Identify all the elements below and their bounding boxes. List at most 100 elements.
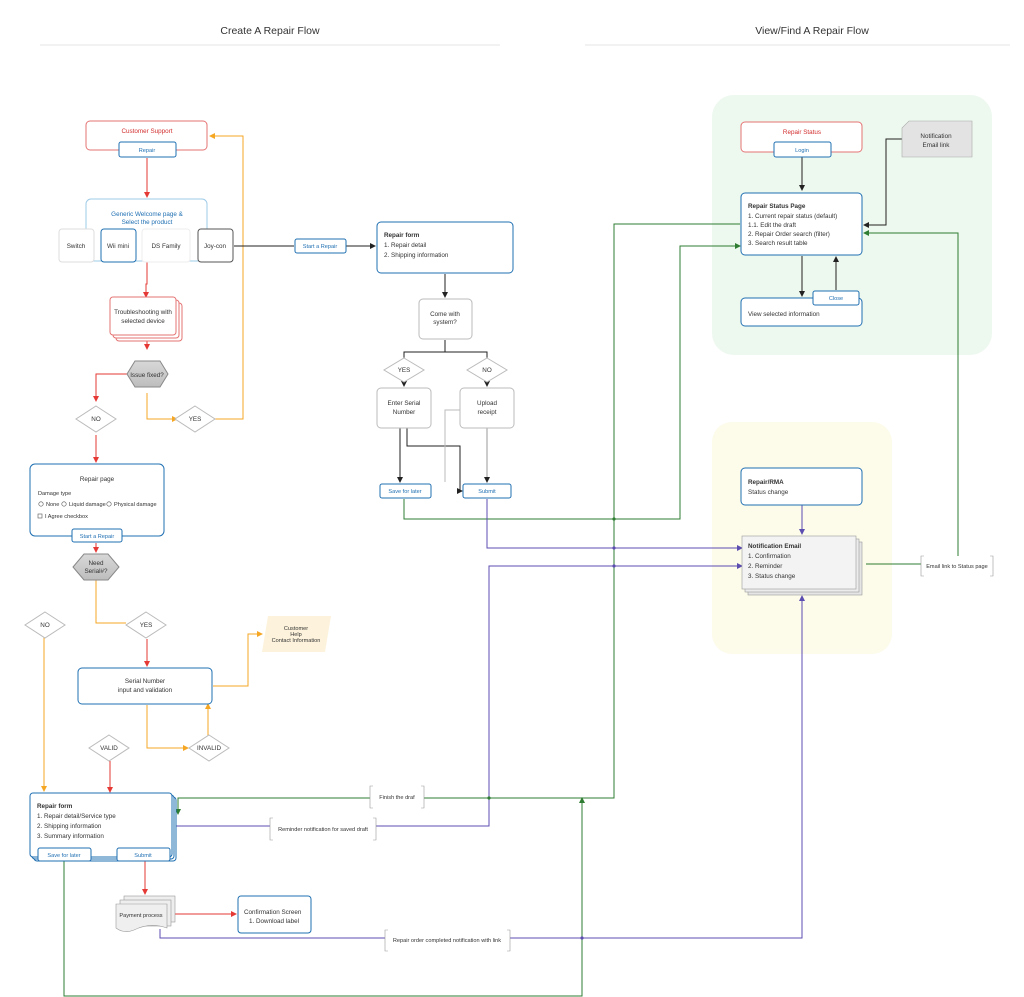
product-switch[interactable]: Switch xyxy=(58,228,95,263)
repair-form-mid-node: Repair form 1. Repair detail 2. Shipping… xyxy=(376,221,514,274)
enter-serial-line-2: Number xyxy=(393,409,415,416)
come-with-line-2: system? xyxy=(433,319,457,326)
invalid-diamond: INVALID xyxy=(188,734,230,762)
submit-button-main[interactable]: Submit xyxy=(116,847,171,862)
no-diamond-1: NO xyxy=(75,405,117,433)
annotation-finish-draft: Finish the draf xyxy=(369,785,425,809)
welcome-line-2: Select the product xyxy=(122,219,173,226)
no-diamond-3: NO xyxy=(466,357,508,383)
product-joycon-label: Joy-con xyxy=(204,243,227,250)
connector-wii-to-troubleshoot xyxy=(143,262,149,298)
create-flow-title: Create A Repair Flow xyxy=(220,25,320,37)
status-page-item-3: 2. Repair Order search (filter) xyxy=(748,231,830,238)
customer-help-line-2: Help xyxy=(290,632,302,638)
agree-checkbox[interactable] xyxy=(37,513,43,519)
login-button[interactable]: Login xyxy=(773,141,832,158)
notification-email-item-3: 3. Status change xyxy=(748,573,796,580)
connector-form-to-email xyxy=(176,563,743,827)
connector-submit-to-email xyxy=(486,499,743,551)
troubleshooting-line-1: Troubleshooting with xyxy=(114,309,172,316)
repair-page-node: Repair page Damage type None Liquid dama… xyxy=(29,463,165,537)
start-repair-top-button[interactable]: Start a Repair xyxy=(294,238,347,254)
section-titles: Create A Repair Flow View/Find A Repair … xyxy=(40,25,1010,46)
notification-email-link-node: Notification Email link xyxy=(901,120,973,158)
repair-button[interactable]: Repair xyxy=(118,141,177,158)
radio-physical[interactable] xyxy=(106,501,112,507)
troubleshooting-line-2: selected device xyxy=(121,318,165,325)
close-button[interactable]: Close xyxy=(812,290,860,306)
confirmation-title: Confirmation Screen xyxy=(244,909,302,916)
damage-type-label: Damage type xyxy=(38,491,71,497)
enter-serial-line-1: Enter Serial xyxy=(388,400,421,407)
connector-email-to-status xyxy=(863,230,959,565)
view-selected-label: View selected information xyxy=(748,311,820,318)
view-flow-title: View/Find A Repair Flow xyxy=(755,25,869,37)
close-label: Close xyxy=(829,296,843,302)
repair-button-label: Repair xyxy=(139,148,156,154)
valid-diamond: VALID xyxy=(88,734,130,762)
radio-liquid[interactable] xyxy=(61,501,67,507)
status-page-item-2: 1.1. Edit the draft xyxy=(748,222,796,229)
upload-line-1: Upload xyxy=(477,400,497,407)
come-with-system-node: Come with system? xyxy=(418,298,473,340)
confirmation-item: 1. Download label xyxy=(249,918,299,925)
start-repair-button[interactable]: Start a Repair xyxy=(71,528,123,543)
repair-page-title: Repair page xyxy=(80,476,115,483)
submit-button-mid[interactable]: Submit xyxy=(462,483,512,499)
customer-help-note: Customer Help Contact Information xyxy=(262,616,331,652)
save-for-later-button-main[interactable]: Save for later xyxy=(37,847,92,862)
radio-none-label: None xyxy=(46,502,59,508)
notification-email-node: Notification Email 1. Confirmation 2. Re… xyxy=(741,535,863,596)
notification-email-title: Notification Email xyxy=(748,543,801,550)
email-link-status-label: Email link to Status page xyxy=(926,564,988,570)
need-serial-line-2: Serial#? xyxy=(84,568,108,575)
product-ds-label: DS Family xyxy=(151,243,181,250)
submit-mid-label: Submit xyxy=(478,489,496,495)
no-2-label: NO xyxy=(40,622,50,629)
no-diamond-2: NO xyxy=(24,611,66,639)
product-joy-con[interactable]: Joy-con xyxy=(197,228,234,263)
agree-checkbox-label: I Agree checkbox xyxy=(45,514,88,520)
start-repair-label: Start a Repair xyxy=(80,534,115,540)
rma-title: Repair/RMA xyxy=(748,479,784,486)
radio-none[interactable] xyxy=(38,501,44,507)
connector-serial-to-help xyxy=(213,631,263,687)
notification-email-item-2: 2. Reminder xyxy=(748,563,782,570)
completed-label: Repair order completed notification with… xyxy=(393,938,501,944)
invalid-label: INVALID xyxy=(197,745,221,752)
notification-email-item-1: 1. Confirmation xyxy=(748,553,791,560)
repair-form-mid-item-2: 2. Shipping information xyxy=(384,252,449,259)
customer-help-line-3: Contact Information xyxy=(272,638,321,644)
yes-diamond-2: YES xyxy=(125,611,167,639)
status-page-title: Repair Status Page xyxy=(748,203,806,210)
enter-serial-node: Enter Serial Number xyxy=(376,387,432,429)
annotation-reminder: Reminder notification for saved draft xyxy=(269,817,377,841)
no-1-label: NO xyxy=(91,416,101,423)
radio-liquid-label: Liquid damage xyxy=(69,502,106,508)
connector-save-to-status-page xyxy=(403,243,741,520)
connector-yes-back-to-support xyxy=(209,133,244,420)
save-for-later-button-mid[interactable]: Save for later xyxy=(379,483,432,499)
product-ds-family[interactable]: DS Family xyxy=(141,228,191,263)
annotation-completed: Repair order completed notification with… xyxy=(384,929,511,952)
come-with-line-1: Come with xyxy=(430,311,460,318)
confirmation-screen-node: Confirmation Screen 1. Download label xyxy=(237,895,312,934)
repair-form-main-title: Repair form xyxy=(37,803,73,810)
upload-line-2: receipt xyxy=(478,409,497,416)
start-repair-top-label: Start a Repair xyxy=(303,244,338,250)
yes-2-label: YES xyxy=(140,622,153,629)
notification-link-line-2: Email link xyxy=(923,142,951,149)
submit-main-label: Submit xyxy=(134,853,152,859)
connector-payment-to-email xyxy=(159,595,805,939)
connector-serial-to-yes xyxy=(95,579,126,624)
connector-issue-to-yes xyxy=(146,393,178,422)
reminder-label: Reminder notification for saved draft xyxy=(278,827,368,833)
repair-form-main-item-1: 1. Repair detail/Service type xyxy=(37,813,116,820)
product-wii-mini[interactable]: Wii mini xyxy=(100,228,137,263)
annotation-email-link-status: Email link to Status page xyxy=(920,555,994,577)
connector-save-later-to-draft xyxy=(63,797,585,997)
repair-status-page-node: Repair Status Page 1. Current repair sta… xyxy=(740,192,863,256)
connector-upload-to-save xyxy=(444,409,462,482)
status-page-item-4: 3. Search result table xyxy=(748,240,808,247)
